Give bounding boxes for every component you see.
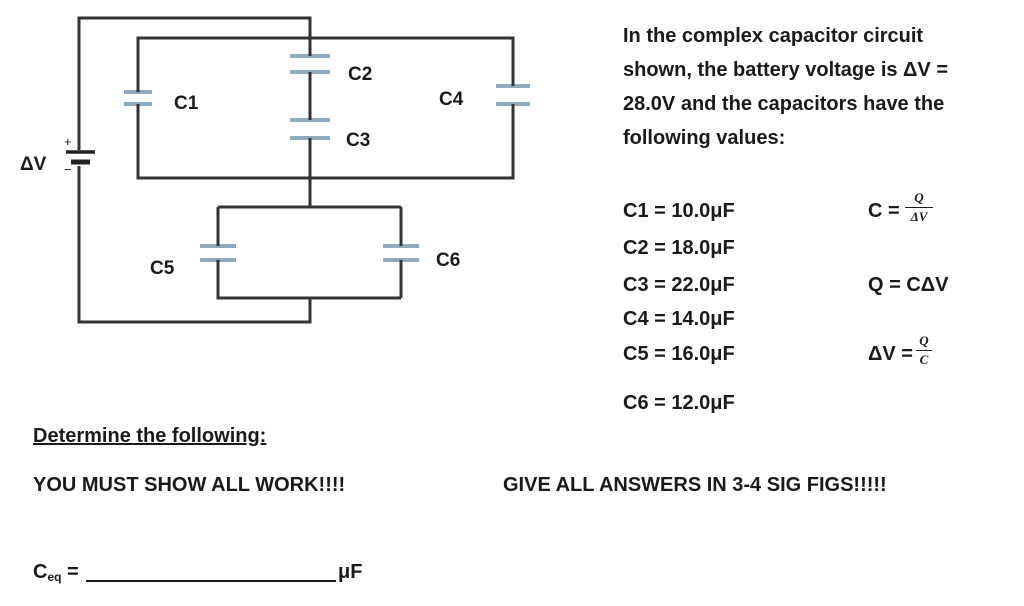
- ceq-label: Ceq =: [33, 562, 79, 583]
- c5-label: C5: [150, 258, 175, 279]
- answer-blank-line[interactable]: [86, 580, 336, 582]
- c6-label: C6: [436, 250, 460, 271]
- capacitor-c5: [200, 238, 236, 268]
- formula-v-lhs: ΔV =: [868, 343, 913, 365]
- value-c2: C2 = 18.0μF: [623, 237, 735, 259]
- sig-figs-instruction: GIVE ALL ANSWERS IN 3-4 SIG FIGS!!!!!: [503, 474, 887, 496]
- formula-c-fraction: Q ΔV: [905, 191, 933, 223]
- ceq-subscript: eq: [47, 570, 62, 584]
- capacitor-c3: [290, 112, 330, 148]
- value-c6: C6 = 12.0μF: [623, 392, 735, 414]
- formula-q: Q = CΔV: [868, 274, 949, 296]
- c1-label: C1: [174, 93, 199, 114]
- formula-v-numerator: Q: [919, 333, 929, 348]
- capacitor-c2: [290, 48, 330, 80]
- battery-label: ΔV: [20, 154, 47, 175]
- battery-plus-sign: +: [64, 134, 72, 149]
- c4-label: C4: [439, 89, 464, 110]
- capacitor-c1: [124, 78, 152, 119]
- battery-symbol: + −: [64, 134, 95, 177]
- ceq-symbol: C: [33, 561, 48, 583]
- value-c5: C5 = 16.0μF: [623, 343, 735, 365]
- formula-c-lhs: C =: [868, 200, 900, 222]
- value-c1: C1 = 10.0μF: [623, 200, 735, 222]
- value-c4: C4 = 14.0μF: [623, 308, 735, 330]
- problem-intro: In the complex capacitor circuit shown, …: [623, 25, 949, 149]
- ceq-equals: =: [67, 561, 79, 583]
- capacitor-c4: [496, 78, 530, 119]
- circuit-wires: [77, 16, 515, 324]
- battery-minus-sign: −: [64, 162, 72, 177]
- formula-c-denominator: ΔV: [910, 209, 928, 224]
- formula-v-denominator: C: [919, 352, 929, 367]
- capacitor-c6: [383, 238, 419, 268]
- c2-label: C2: [348, 64, 372, 85]
- c3-label: C3: [346, 130, 370, 151]
- formula-v-fraction: Q C: [916, 334, 932, 366]
- show-work-instruction: YOU MUST SHOW ALL WORK!!!!: [33, 474, 346, 496]
- value-c3: C3 = 22.0μF: [623, 274, 735, 296]
- ceq-unit: μF: [338, 561, 363, 583]
- formula-c-numerator: Q: [914, 190, 924, 205]
- determine-heading: Determine the following:: [33, 425, 267, 447]
